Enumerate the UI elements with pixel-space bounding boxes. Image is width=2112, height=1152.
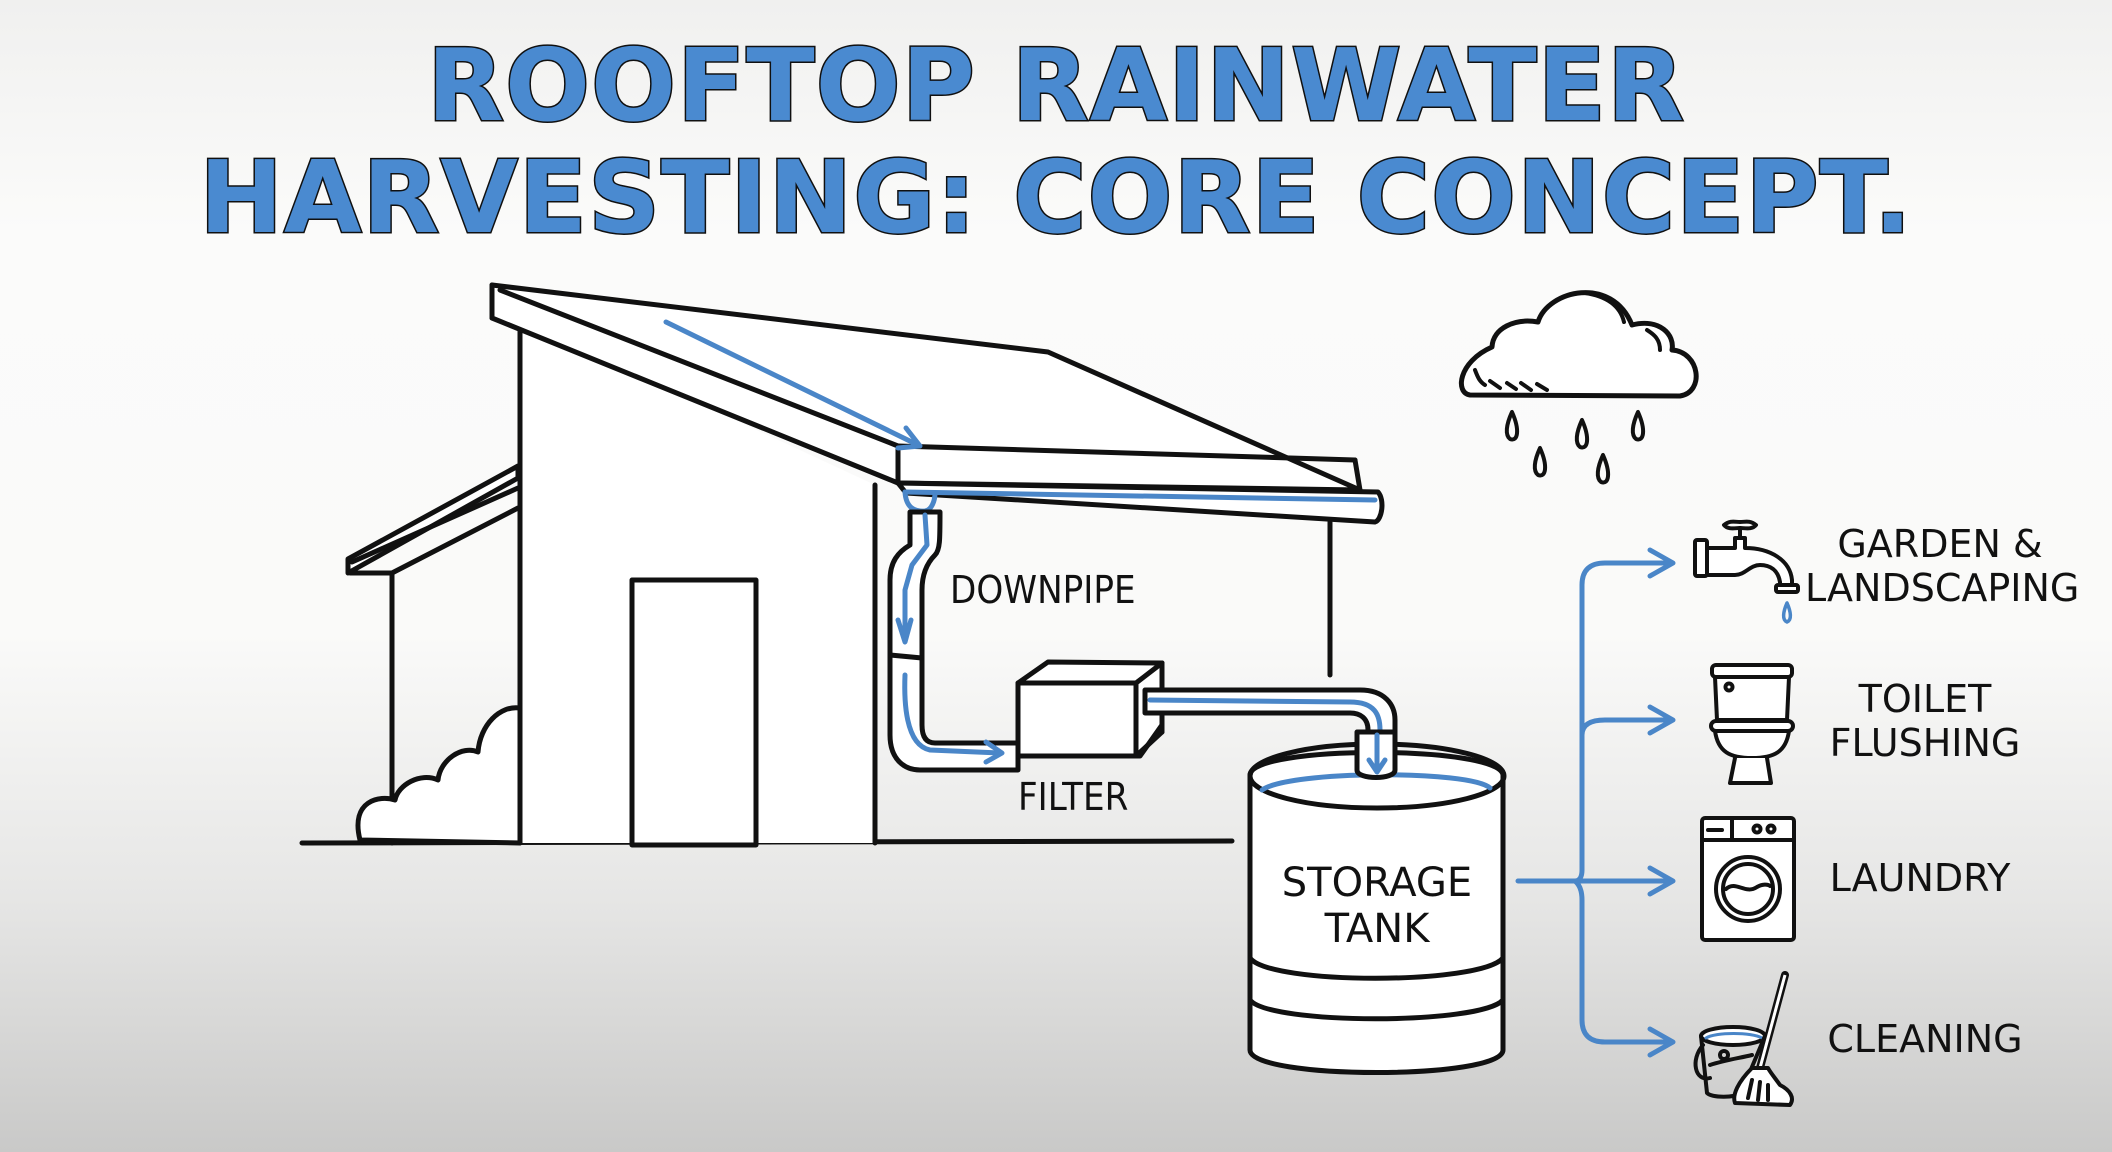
- bush-icon: [355, 705, 523, 846]
- downpipe: [887, 509, 1021, 773]
- raindrop-icon: [1504, 410, 1519, 442]
- washing-machine-icon: [1700, 816, 1796, 942]
- use-label-toilet-line-2: FLUSHING: [1829, 721, 2021, 765]
- filter-label: FILTER: [1018, 775, 1129, 819]
- downpipe-label: DOWNPIPE: [950, 568, 1136, 612]
- use-label-toilet: TOILET FLUSHING: [1820, 677, 2030, 765]
- raindrop-icon: [1595, 453, 1610, 485]
- title-line-2: HARVESTING: CORE CONCEPT.: [198, 139, 1913, 256]
- title-line-1: ROOFTOP RAINWATER: [426, 27, 1686, 144]
- arrow-to-toilet: [1647, 704, 1676, 736]
- use-label-cleaning: CLEANING: [1820, 1017, 2030, 1061]
- use-label-laundry: LAUNDRY: [1820, 856, 2020, 900]
- raindrop-icon: [1532, 446, 1547, 478]
- bucket-mop-icon: [1693, 971, 1794, 1107]
- rain-cloud-icon: [1458, 290, 1699, 485]
- use-label-cleaning-line-1: CLEANING: [1827, 1017, 2023, 1061]
- use-label-garden: GARDEN & LANDSCAPING: [1805, 522, 2080, 610]
- gutter: [895, 480, 1385, 525]
- use-label-garden-line-2: LANDSCAPING: [1805, 566, 2080, 610]
- water-drop-icon: [1781, 601, 1793, 624]
- raindrop-icon: [1574, 418, 1589, 450]
- storage-tank-label: STORAGE TANK: [1277, 860, 1477, 952]
- raindrop-icon: [1630, 410, 1645, 442]
- use-label-garden-line-1: GARDEN &: [1837, 522, 2043, 566]
- roof-flow-arrow: [663, 319, 921, 448]
- use-label-laundry-line-1: LAUNDRY: [1829, 856, 2011, 900]
- storage-tank-label-line-2: TANK: [1324, 906, 1430, 952]
- roof: [489, 282, 1363, 493]
- page-title: ROOFTOP RAINWATER HARVESTING: CORE CONCE…: [0, 27, 2112, 256]
- house: [517, 319, 1333, 848]
- use-label-toilet-line-1: TOILET: [1858, 677, 1992, 721]
- arrow-to-garden: [1647, 547, 1676, 579]
- door: [629, 577, 759, 848]
- arrow-to-cleaning: [1647, 1026, 1676, 1058]
- toilet-icon: [1709, 663, 1795, 785]
- storage-tank-label-line-1: STORAGE: [1281, 860, 1473, 906]
- filter-box: [1015, 659, 1165, 759]
- arrow-to-laundry: [1647, 865, 1676, 897]
- faucet-icon: [1693, 519, 1800, 624]
- distribution-arrows: [1515, 547, 1676, 1058]
- storage-tank: [1247, 729, 1507, 1075]
